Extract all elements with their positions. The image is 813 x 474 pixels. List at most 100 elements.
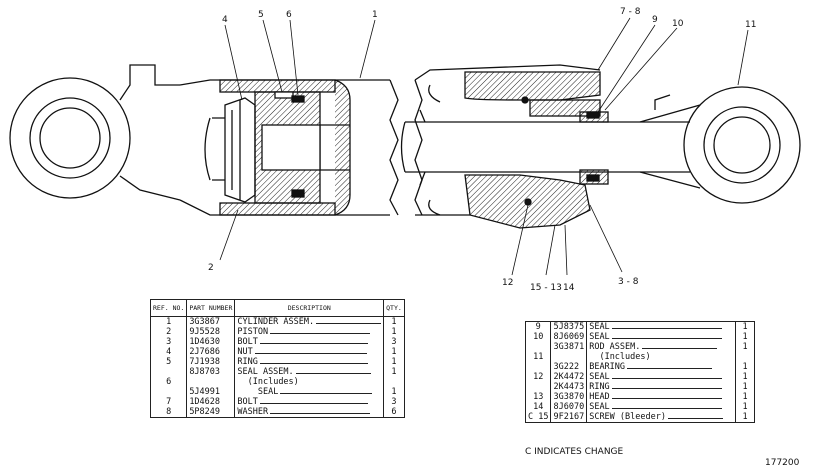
ref-cell [150, 367, 188, 377]
desc-text: SCREW (Bleeder) [589, 412, 666, 422]
desc-cell: ROD ASSEM. [586, 342, 736, 352]
desc-cell: (Includes) [586, 352, 736, 362]
ref-cell [150, 387, 188, 397]
callout-3-8: 3 - 8 [618, 277, 639, 287]
qty-cell: 1 [742, 342, 748, 352]
ref-cell: C 15 [525, 412, 552, 423]
ref-cell: 11 [525, 352, 552, 362]
qty-cell: 1 [391, 387, 397, 397]
desc-text: (Includes) [599, 352, 651, 362]
ref-cell: 6 [150, 377, 188, 387]
part-cell: 3G3867 [186, 316, 236, 327]
ref-cell: 2 [150, 327, 188, 337]
desc-text: SEAL [257, 387, 279, 397]
desc-text: ROD ASSEM. [589, 342, 641, 352]
desc-cell: SEAL [586, 372, 736, 382]
qty-cell: 1 [742, 322, 748, 332]
leader-dash [611, 334, 722, 339]
part-cell: 5J4991 [186, 387, 236, 397]
leader-dash [295, 369, 371, 374]
leader-dash [627, 364, 713, 369]
cylinder-end-eye [9, 64, 181, 201]
ref-cell: 3 [150, 337, 188, 347]
piston-nut [224, 97, 256, 203]
callout-9: 9 [652, 15, 658, 25]
part-cell [550, 352, 588, 362]
callout-14: 14 [563, 283, 575, 293]
desc-text: SEAL [589, 402, 610, 412]
qty-cell: 1 [391, 347, 397, 357]
desc-cell: SCREW (Bleeder) [586, 412, 736, 423]
desc-cell: BOLT [234, 337, 385, 347]
callout-2: 2 [208, 263, 214, 273]
qty-header: QTY. [383, 299, 405, 317]
callout-leaders [219, 17, 749, 276]
ref-cell: 14 [525, 402, 552, 412]
callout-7-8: 7 - 8 [620, 7, 641, 17]
cylinder-cross-section-drawing: 1 4 5 6 2 7 - 8 9 10 11 12 15 - 13 14 3 … [9, 7, 801, 293]
leader-dash [611, 324, 722, 329]
desc-cell: SEAL [586, 332, 736, 342]
desc-cell: SEAL [234, 387, 385, 397]
qty-cell [384, 377, 405, 387]
description-header: DESCRIPTION [234, 299, 385, 317]
part-cell: 2J7686 [186, 347, 236, 357]
desc-cell: SEAL [586, 321, 736, 332]
desc-cell: WASHER [234, 407, 385, 418]
part-cell: 1D4630 [186, 337, 236, 347]
leader-dash [611, 394, 722, 399]
desc-text: PISTON [237, 327, 269, 337]
leader-dash [259, 359, 368, 364]
desc-cell: SEAL ASSEM. [234, 367, 385, 377]
leader-dash [280, 389, 373, 394]
leader-dash [667, 414, 723, 419]
desc-text: BOLT [237, 397, 258, 407]
callout-5: 5 [258, 10, 264, 20]
table-row: 11 (Includes) [525, 352, 755, 362]
desc-text: NUT [237, 347, 253, 357]
desc-text: SEAL ASSEM. [237, 367, 294, 377]
leader-dash [270, 329, 371, 334]
part-cell: 2K4472 [550, 372, 588, 382]
desc-text: CYLINDER ASSEM. [237, 317, 315, 327]
part-cell: 8J8703 [186, 367, 236, 377]
qty-cell: 1 [391, 317, 397, 327]
change-indicator-note: C INDICATES CHANGE [525, 447, 624, 457]
qty-cell: 1 [742, 372, 748, 382]
desc-cell: HEAD [586, 392, 736, 402]
part-number-header: PART NUMBER [186, 299, 236, 317]
qty-cell: 1 [742, 382, 748, 392]
leader-dash [316, 319, 382, 324]
callout-1: 1 [372, 10, 378, 20]
ref-cell: 12 [525, 372, 552, 382]
qty-cell: 1 [742, 332, 748, 342]
part-cell: 5P8249 [186, 407, 236, 418]
leader-dash [259, 339, 368, 344]
part-cell: 3G222 [550, 362, 588, 372]
qty-cell: 1 [742, 402, 748, 412]
ref-cell: 8 [150, 407, 188, 418]
desc-cell: RING [586, 382, 736, 392]
desc-text: RING [237, 357, 258, 367]
desc-cell: SEAL [586, 402, 736, 412]
ref-cell [525, 382, 552, 392]
part-cell: 1D4628 [186, 397, 236, 407]
ref-no-header: REF. NO. [150, 299, 188, 317]
leader-dash [611, 384, 722, 389]
parts-list-table-left: REF. NO. PART NUMBER DESCRIPTION QTY. 1 3… [150, 299, 405, 418]
desc-cell: (Includes) [234, 377, 385, 387]
desc-cell: PISTON [234, 327, 385, 337]
ref-cell: 13 [525, 392, 552, 402]
table-row: 5J4991 SEAL 1 [150, 387, 405, 397]
callout-12: 12 [502, 278, 513, 288]
qty-cell: 6 [391, 407, 397, 417]
